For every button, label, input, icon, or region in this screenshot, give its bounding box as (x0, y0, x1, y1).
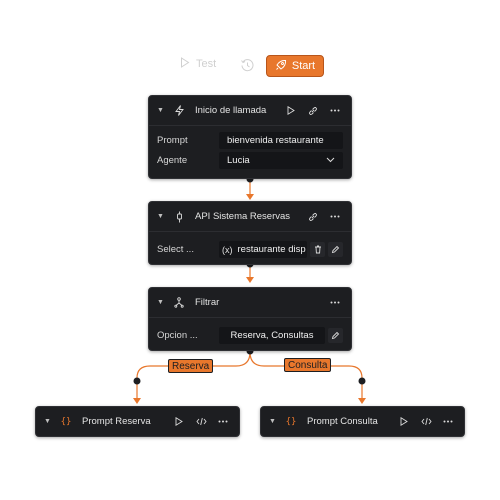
node-header: ▼ API Sistema Reservas (149, 202, 351, 231)
agent-row: Agente Lucia (157, 151, 343, 170)
more-icon[interactable] (215, 420, 231, 423)
trash-icon[interactable] (310, 242, 325, 257)
node-body: Opcion ... Reserva, Consultas (149, 318, 351, 351)
filter-icon (169, 297, 189, 308)
test-label: Test (196, 58, 217, 70)
node-body: Prompt bienvenida restaurante Agente Luc… (149, 126, 351, 176)
more-icon[interactable] (327, 109, 343, 112)
history-button[interactable] (240, 58, 255, 78)
link-icon[interactable] (305, 212, 321, 222)
plug-icon (169, 211, 189, 223)
start-call-node[interactable]: ▼ Inicio de llamada Prompt bienvenida re… (148, 95, 352, 179)
node-body: Select ... (x) restaurante disp (149, 232, 351, 265)
more-icon[interactable] (327, 215, 343, 218)
pencil-icon[interactable] (328, 328, 343, 343)
select-label: Select ... (157, 244, 194, 255)
play-icon[interactable] (171, 417, 187, 426)
bolt-icon (169, 105, 189, 116)
top-toolbar: Test Start (0, 55, 500, 77)
play-icon[interactable] (283, 106, 299, 115)
prompt-reserva-node[interactable]: ▼ {} Prompt Reserva (35, 406, 240, 437)
more-icon[interactable] (440, 420, 456, 423)
node-title: Inicio de llamada (195, 105, 267, 116)
variable-icon: (x) (222, 244, 233, 255)
prompt-field[interactable]: bienvenida restaurante (219, 132, 343, 149)
node-header: ▼ Filtrar (149, 288, 351, 317)
filter-node[interactable]: ▼ Filtrar Opcion ... Reserva, Consultas (148, 287, 352, 351)
play-icon (180, 57, 190, 71)
api-reservations-node[interactable]: ▼ API Sistema Reservas Select ... (x) re… (148, 201, 352, 265)
node-title: Prompt Consulta (307, 416, 378, 427)
chevron-down-icon[interactable]: ▼ (157, 213, 164, 220)
node-title: Filtrar (195, 297, 220, 308)
prompt-value: bienvenida restaurante (227, 135, 324, 146)
play-icon[interactable] (396, 417, 412, 426)
chevron-down-icon[interactable]: ▼ (157, 107, 164, 114)
chevron-down-icon (326, 155, 335, 166)
test-button[interactable]: Test (180, 57, 216, 71)
code-icon[interactable] (193, 417, 209, 426)
agent-value: Lucia (227, 155, 250, 166)
chevron-down-icon[interactable]: ▼ (44, 418, 51, 425)
prompt-consulta-node[interactable]: ▼ {} Prompt Consulta (260, 406, 465, 437)
pencil-icon[interactable] (328, 242, 343, 257)
code-icon[interactable] (418, 417, 434, 426)
options-value: Reserva, Consultas (230, 330, 314, 341)
consulta-branch-port (358, 377, 366, 385)
braces-icon: {} (60, 416, 72, 427)
rocket-icon (275, 59, 287, 74)
agent-label: Agente (157, 155, 188, 166)
select-row: Select ... (x) restaurante disp (157, 240, 343, 259)
options-label: Opcion ... (157, 330, 198, 341)
start-button[interactable]: Start (266, 55, 324, 77)
divider (149, 231, 351, 232)
node-title: API Sistema Reservas (195, 211, 291, 222)
reserva-branch-port (133, 377, 141, 385)
node-header: ▼ {} Prompt Consulta (261, 407, 464, 436)
options-field[interactable]: Reserva, Consultas (219, 327, 325, 344)
edge-label-reserva: Reserva (168, 359, 214, 373)
select-field[interactable]: (x) restaurante disp (219, 241, 307, 258)
more-icon[interactable] (327, 301, 343, 304)
prompt-label: Prompt (157, 135, 188, 146)
start-label: Start (291, 60, 316, 72)
node-title: Prompt Reserva (82, 416, 151, 427)
history-icon (240, 59, 255, 77)
divider (149, 317, 351, 318)
chevron-down-icon[interactable]: ▼ (269, 418, 276, 425)
options-row: Opcion ... Reserva, Consultas (157, 326, 343, 345)
select-value: restaurante disp (237, 244, 306, 255)
link-icon[interactable] (305, 106, 321, 116)
node-header: ▼ Inicio de llamada (149, 96, 351, 125)
agent-select[interactable]: Lucia (219, 152, 343, 169)
braces-icon: {} (285, 416, 297, 427)
divider (149, 125, 351, 126)
edge-label-consulta: Consulta (284, 358, 332, 372)
prompt-row: Prompt bienvenida restaurante (157, 131, 343, 150)
chevron-down-icon[interactable]: ▼ (157, 299, 164, 306)
node-header: ▼ {} Prompt Reserva (36, 407, 239, 436)
